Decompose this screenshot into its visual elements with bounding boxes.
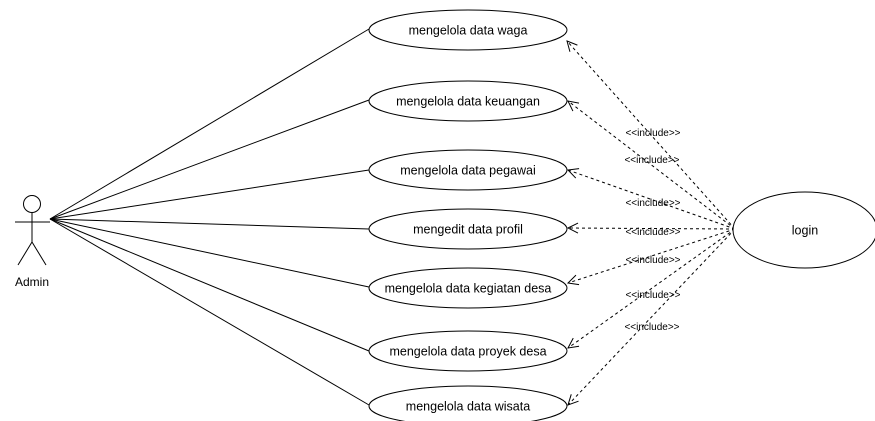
use-case[interactable]: mengelola data pegawai: [368, 149, 568, 191]
use-case-shape[interactable]: [368, 80, 568, 122]
include-labels: <<include>> <<include>> <<include>> <<in…: [624, 128, 680, 333]
actor-label: Admin: [15, 275, 49, 289]
include-arrow: [568, 228, 736, 348]
include-label: <<include>>: [625, 227, 680, 238]
include-label: <<include>>: [624, 155, 679, 166]
actor-left-leg: [17, 241, 33, 266]
use-case[interactable]: mengelola data keuangan: [368, 80, 568, 122]
use-case[interactable]: mengelola data waga: [368, 9, 568, 51]
use-case-label: mengelola data kegiatan desa: [385, 282, 552, 296]
use-case-shape[interactable]: [368, 9, 568, 51]
actor-right-leg: [31, 241, 47, 266]
use-case-label: login: [792, 224, 818, 238]
include-arrow: [567, 41, 736, 230]
use-case-label: mengelola data proyek desa: [389, 345, 546, 359]
association-line: [49, 218, 370, 406]
use-case-shape[interactable]: [368, 208, 568, 250]
actor-head: [23, 195, 41, 213]
association-line: [49, 28, 370, 220]
include-label: <<include>>: [624, 322, 679, 333]
use-case-label: mengelola data keuangan: [396, 95, 540, 109]
use-case-shape[interactable]: [732, 191, 875, 269]
include-label: <<include>>: [625, 198, 680, 209]
include-arrows: [567, 41, 736, 405]
include-arrow: [568, 228, 736, 405]
use-case[interactable]: mengelola data proyek desa: [368, 330, 568, 372]
use-case-label: mengelola data waga: [409, 24, 528, 38]
include-arrow: [568, 228, 736, 229]
association-lines: [49, 28, 370, 406]
include-label: <<include>>: [625, 128, 680, 139]
association-line: [49, 218, 370, 288]
actor-admin: [15, 195, 50, 266]
use-case-label: mengelola data wisata: [406, 400, 530, 414]
association-line: [49, 218, 370, 352]
use-case-label: mengelola data pegawai: [400, 164, 536, 178]
include-arrow: [568, 101, 736, 230]
use-case-label: mengedit data profil: [413, 223, 523, 237]
use-case-login[interactable]: login: [732, 191, 875, 269]
use-case-shape[interactable]: [368, 267, 568, 309]
include-label: <<include>>: [625, 255, 680, 266]
use-case[interactable]: mengedit data profil: [368, 208, 568, 250]
use-case[interactable]: mengelola data kegiatan desa: [368, 267, 568, 309]
include-arrow: [568, 228, 736, 283]
use-case-shape[interactable]: [368, 149, 568, 191]
association-line: [49, 169, 370, 220]
use-case[interactable]: mengelola data wisata: [368, 385, 568, 421]
use-case-shape[interactable]: [368, 385, 568, 421]
association-line: [49, 218, 370, 230]
include-label: <<include>>: [625, 290, 680, 301]
association-line: [49, 99, 370, 220]
use-case-shape[interactable]: [368, 330, 568, 372]
